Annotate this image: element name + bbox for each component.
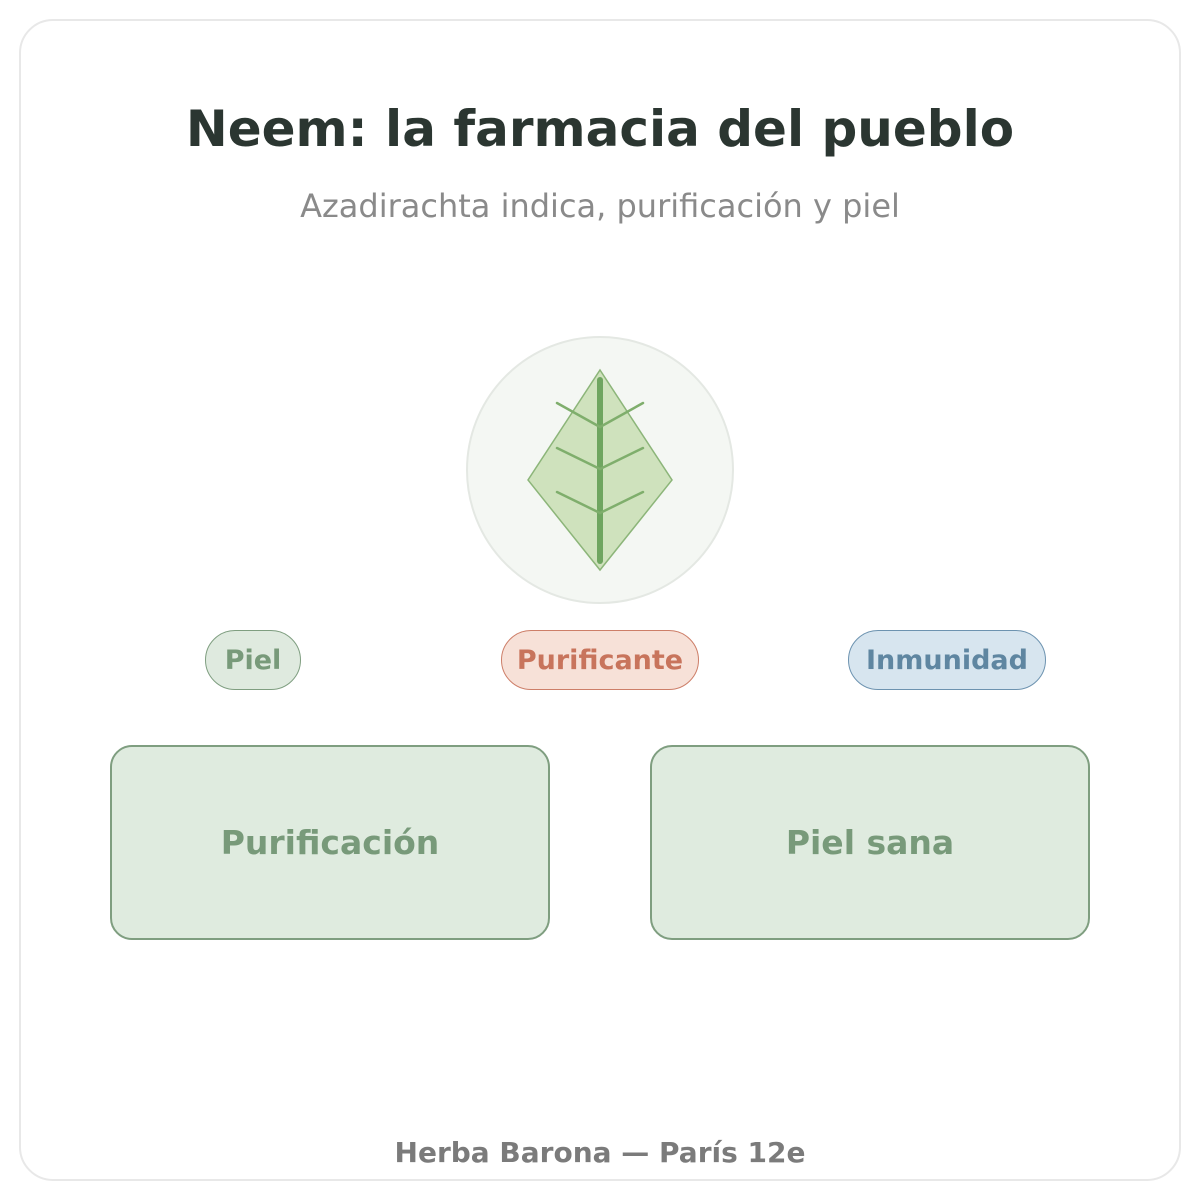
leaf-vein — [555, 490, 602, 515]
page-title: Neem: la farmacia del pueblo — [185, 100, 1015, 158]
leaf-icon — [466, 336, 734, 604]
benefit-purification: Purificación — [110, 745, 550, 940]
footer-credit: Herba Barona — París 12e — [394, 1136, 806, 1169]
tag-skin: Piel — [205, 630, 301, 690]
leaf-vein — [598, 401, 645, 429]
tag-immunity: Inmunidad — [848, 630, 1046, 690]
leaf-vein — [555, 446, 602, 471]
page-subtitle: Azadirachta indica, purificación y piel — [300, 187, 900, 225]
leaf-vein — [598, 490, 645, 515]
leaf-vein — [555, 401, 602, 429]
tag-purifying: Purificante — [501, 630, 699, 690]
benefit-healthy-skin: Piel sana — [650, 745, 1090, 940]
leaf-vein — [598, 446, 645, 471]
